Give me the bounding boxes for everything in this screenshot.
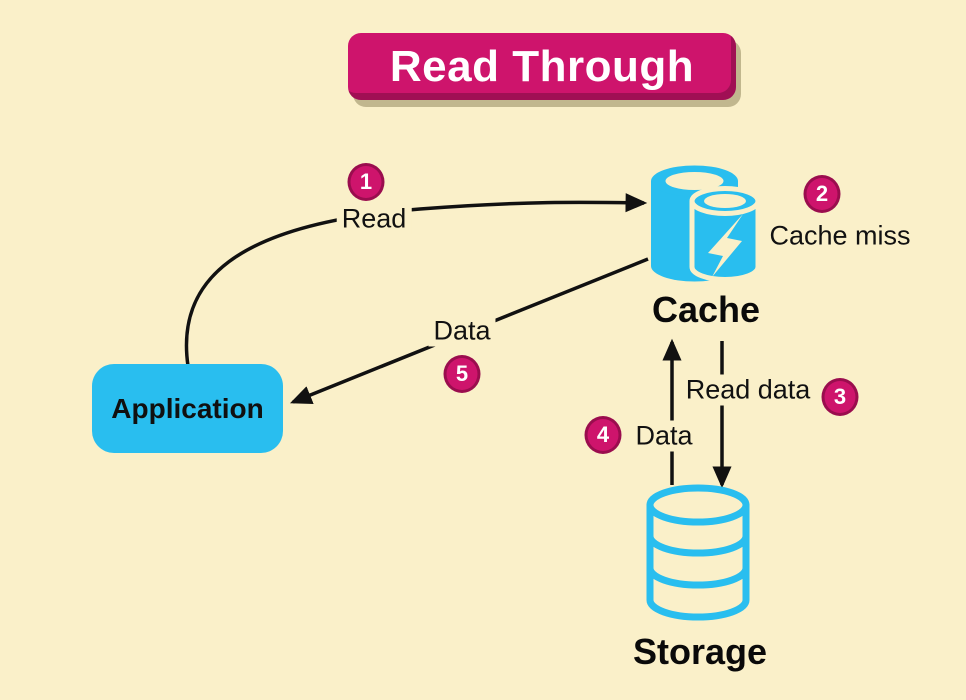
step-3-label: Read data — [680, 374, 816, 406]
cache-icon — [651, 165, 761, 282]
step-1-badge: 1 — [347, 163, 385, 201]
step-5-label: Data — [428, 315, 496, 347]
arrow-step-1-read — [184, 193, 648, 367]
storage-icon — [646, 484, 750, 621]
step-5-badge: 5 — [443, 355, 481, 393]
step-3-badge: 3 — [821, 378, 859, 416]
diagram-title-text: Read Through — [389, 41, 695, 91]
diagram-title: Read Through — [348, 33, 736, 100]
storage-label: Storage — [632, 631, 768, 672]
step-4-badge: 4 — [584, 416, 622, 454]
application-node: Application — [92, 364, 283, 453]
cache-cylinder-front — [689, 186, 761, 282]
step-2-label: Cache miss — [769, 220, 911, 251]
application-label: Application — [111, 392, 264, 424]
step-2-badge: 2 — [803, 175, 841, 213]
cache-label: Cache — [651, 289, 761, 330]
step-4-label: Data — [630, 420, 698, 452]
lightning-bolt-icon — [708, 214, 743, 277]
step-1-label: Read — [336, 203, 412, 235]
